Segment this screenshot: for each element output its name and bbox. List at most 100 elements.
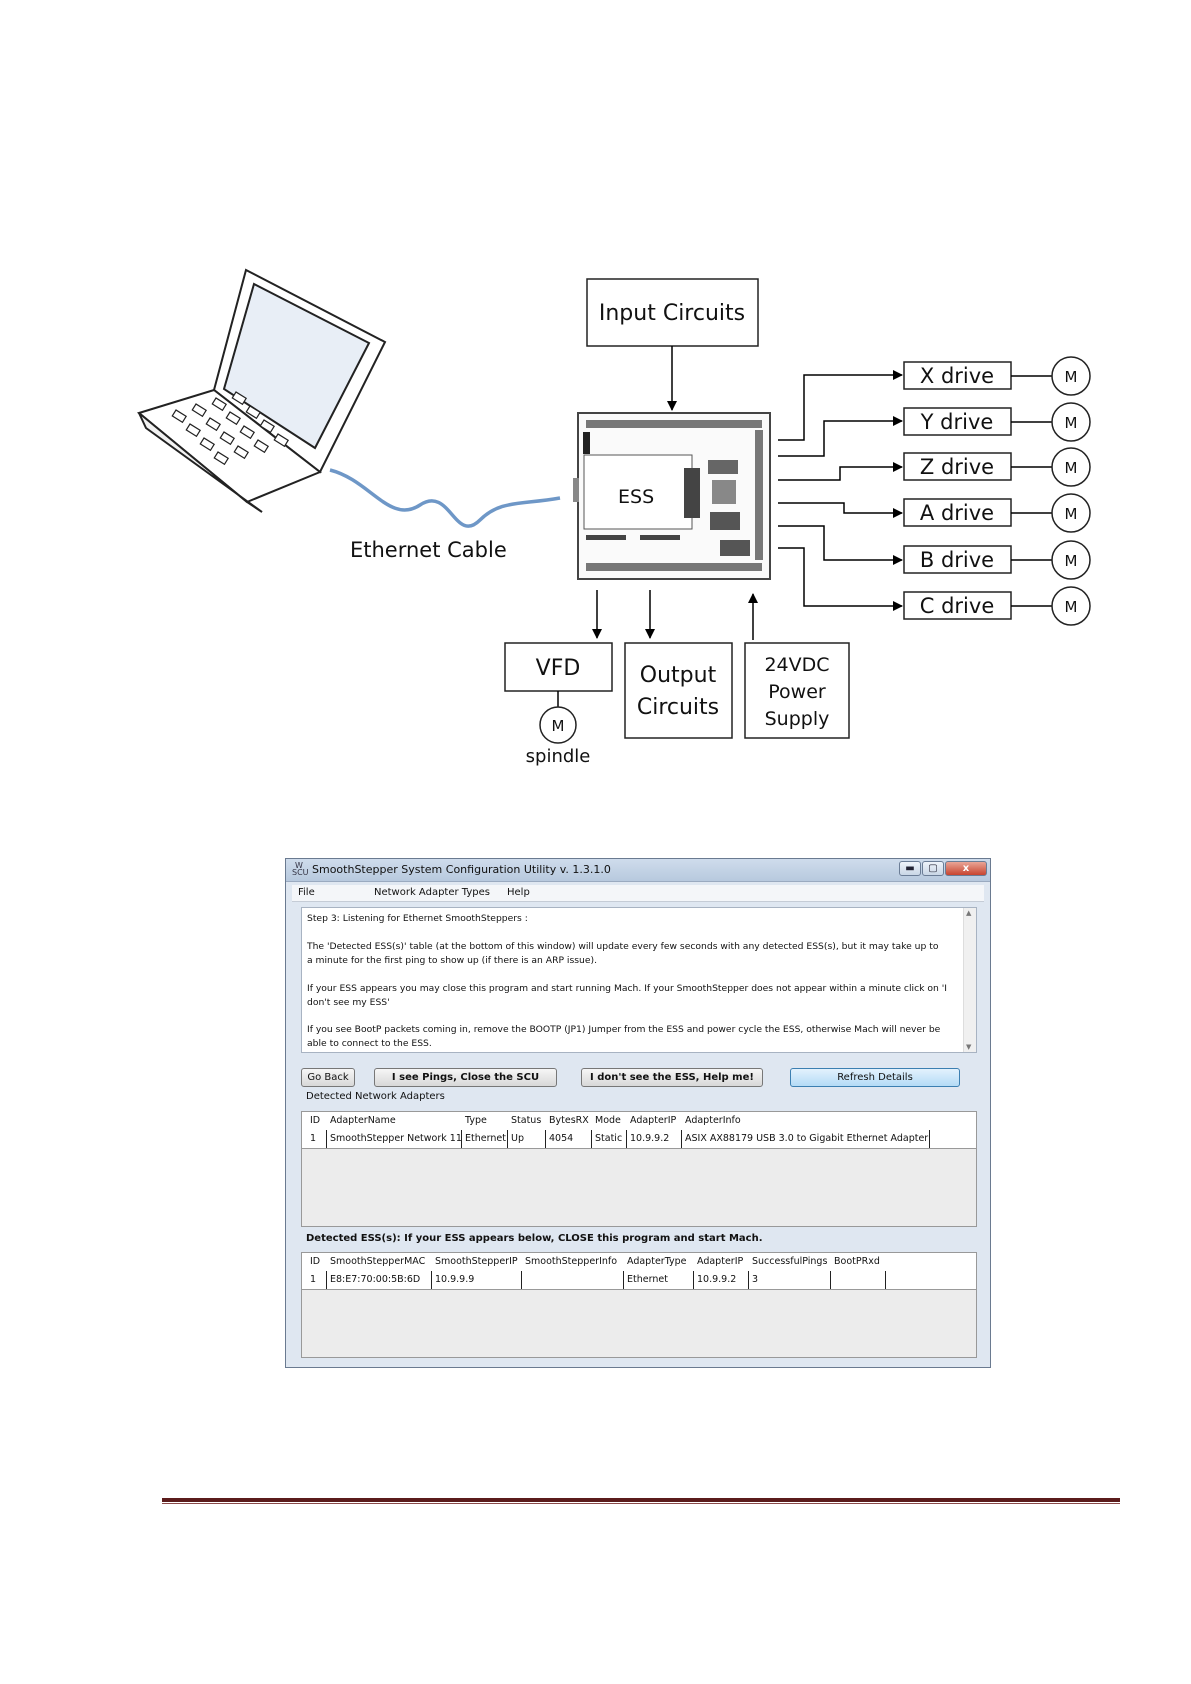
column-header[interactable]: AdapterName: [330, 1115, 396, 1126]
svg-text:M: M: [1065, 414, 1078, 432]
cable-label: Ethernet Cable: [350, 538, 507, 562]
info-paragraph-3: If you see BootP packets coming in, remo…: [307, 1024, 941, 1049]
table-row[interactable]: 1 SmoothStepper Network 11 Ethernet Up 4…: [302, 1130, 976, 1149]
table-cell: 1: [307, 1271, 327, 1289]
svg-text:Z drive: Z drive: [920, 455, 994, 479]
step-text: Step 3: Listening for Ethernet SmoothSte…: [307, 913, 528, 924]
menu-help[interactable]: Help: [507, 887, 530, 898]
window-title: SmoothStepper System Configuration Utili…: [312, 863, 611, 876]
drive-c: C drive: [903, 591, 1012, 620]
output-circuits-box: [624, 642, 733, 739]
column-header[interactable]: AdapterInfo: [685, 1115, 741, 1126]
adapters-section-label: Detected Network Adapters: [306, 1091, 445, 1102]
drive-y: Y drive: [903, 407, 1012, 436]
column-header[interactable]: SmoothStepperIP: [435, 1256, 518, 1267]
column-header[interactable]: AdapterIP: [697, 1256, 744, 1267]
close-button[interactable]: x: [945, 861, 987, 876]
table-cell: E8:E7:70:00:5B:6D: [327, 1271, 432, 1289]
minimize-button[interactable]: ▬: [899, 861, 921, 876]
power-supply-label-1: 24VDC: [764, 654, 829, 676]
drive-x: X drive: [903, 361, 1012, 390]
table-cell: SmoothStepper Network 11: [327, 1130, 462, 1148]
column-header[interactable]: Type: [465, 1115, 487, 1126]
vertical-scrollbar[interactable]: ▲ ▼: [963, 908, 976, 1052]
ess-section-label: Detected ESS(s): If your ESS appears bel…: [306, 1233, 763, 1244]
svg-text:Y drive: Y drive: [920, 410, 994, 434]
table-header: ID SmoothStepperMAC SmoothStepperIP Smoo…: [302, 1253, 976, 1272]
power-supply-label-3: Supply: [765, 708, 830, 730]
instructions-textbox[interactable]: Step 3: Listening for Ethernet SmoothSte…: [301, 907, 977, 1053]
scroll-up-icon[interactable]: ▲: [966, 909, 972, 917]
column-header[interactable]: AdapterType: [627, 1256, 687, 1267]
menu-file[interactable]: File: [298, 887, 315, 898]
column-header[interactable]: SmoothStepperMAC: [330, 1256, 426, 1267]
table-cell: Static: [592, 1130, 627, 1148]
scu-app-icon: W SCU: [292, 861, 309, 877]
motor-z: M: [1051, 447, 1091, 487]
svg-text:M: M: [1065, 598, 1078, 616]
svg-text:M: M: [552, 717, 565, 735]
column-header[interactable]: SmoothStepperInfo: [525, 1256, 618, 1267]
spindle-label: spindle: [526, 746, 591, 767]
ess-board: ESS: [573, 412, 771, 580]
see-pings-button[interactable]: I see Pings, Close the SCU: [374, 1068, 557, 1087]
info-paragraph-2: If your ESS appears you may close this p…: [307, 983, 947, 1008]
refresh-details-button[interactable]: Refresh Details: [790, 1068, 960, 1087]
output-circuits-label-2: Circuits: [637, 695, 719, 720]
motor-y: M: [1051, 402, 1091, 442]
drive-z: Z drive: [903, 452, 1012, 481]
footer-rule-thin: [162, 1503, 1120, 1504]
column-header[interactable]: ID: [310, 1115, 321, 1126]
menu-network-adapter-types[interactable]: Network Adapter Types: [374, 887, 490, 898]
table-cell: 10.9.9.2: [627, 1130, 682, 1148]
table-cell: [831, 1271, 886, 1289]
motor-c: M: [1051, 586, 1091, 626]
column-header[interactable]: AdapterIP: [630, 1115, 677, 1126]
vfd-box: [504, 642, 613, 692]
table-cell: 10.9.9.9: [432, 1271, 522, 1289]
column-header[interactable]: Status: [511, 1115, 542, 1126]
ess-table[interactable]: ID SmoothStepperMAC SmoothStepperIP Smoo…: [301, 1252, 977, 1358]
column-header[interactable]: BootPRxd: [834, 1256, 880, 1267]
table-cell: Ethernet: [624, 1271, 694, 1289]
column-header[interactable]: BytesRX: [549, 1115, 589, 1126]
table-row[interactable]: 1 E8:E7:70:00:5B:6D 10.9.9.9 Ethernet 10…: [302, 1271, 976, 1290]
column-header[interactable]: Mode: [595, 1115, 621, 1126]
go-back-button[interactable]: Go Back: [301, 1068, 355, 1087]
svg-text:B drive: B drive: [920, 548, 994, 572]
column-header[interactable]: ID: [310, 1256, 321, 1267]
table-cell: 4054: [546, 1130, 592, 1148]
motor-a: M: [1051, 493, 1091, 533]
column-header[interactable]: SuccessfulPings: [752, 1256, 828, 1267]
svg-text:X drive: X drive: [920, 364, 994, 388]
output-circuits-label-1: Output: [640, 663, 717, 688]
dont-see-ess-button[interactable]: I don't see the ESS, Help me!: [581, 1068, 763, 1087]
adapters-table[interactable]: ID AdapterName Type Status BytesRX Mode …: [301, 1111, 977, 1227]
svg-text:M: M: [1065, 505, 1078, 523]
drive-b: B drive: [903, 545, 1012, 574]
power-supply-label-2: Power: [768, 681, 826, 703]
footer-rule: [162, 1498, 1120, 1502]
svg-text:M: M: [1065, 368, 1078, 386]
table-cell: 1: [307, 1130, 327, 1148]
laptop-icon: [136, 268, 387, 513]
ess-label: ESS: [618, 486, 654, 508]
info-paragraph-1: The 'Detected ESS(s)' table (at the bott…: [307, 941, 939, 966]
svg-text:M: M: [1065, 552, 1078, 570]
scroll-down-icon[interactable]: ▼: [966, 1043, 972, 1051]
table-cell: 3: [749, 1271, 831, 1289]
ethernet-cable: [329, 468, 561, 528]
vfd-label: VFD: [536, 656, 581, 681]
table-cell: Up: [508, 1130, 546, 1148]
table-cell: ASIX AX88179 USB 3.0 to Gigabit Ethernet…: [682, 1130, 930, 1148]
spindle-motor: M: [539, 706, 577, 744]
wiring-diagram: Ethernet Cable ESS Input Circuits X driv…: [136, 268, 1091, 767]
table-cell: 10.9.9.2: [694, 1271, 749, 1289]
svg-text:A drive: A drive: [920, 501, 994, 525]
motor-x: M: [1051, 356, 1091, 396]
title-bar[interactable]: W SCU SmoothStepper System Configuration…: [286, 859, 990, 882]
drive-a: A drive: [903, 498, 1012, 527]
svg-text:M: M: [1065, 459, 1078, 477]
maximize-button[interactable]: ▢: [922, 861, 944, 876]
motor-b: M: [1051, 540, 1091, 580]
